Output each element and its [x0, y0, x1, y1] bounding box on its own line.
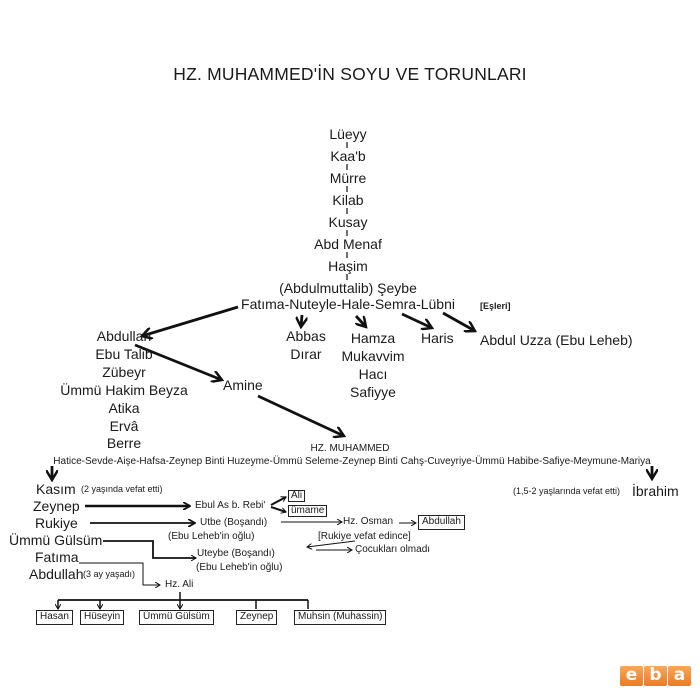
abdullah-note: (3 ay yaşadı)	[83, 569, 136, 579]
ibrahim-note: (1,5-2 yaşlarında vefat etti)	[513, 486, 621, 496]
grandchild-ali: Ali	[288, 490, 306, 502]
grandchild-huseyin: Hüseyin	[80, 610, 125, 625]
child-name: Ebu Talib	[95, 345, 153, 362]
child-fatima: Fatıma	[35, 549, 79, 565]
page-title: HZ. MUHAMMED'İN SOYU VE TORUNLARI	[173, 64, 527, 84]
logo-letter: b	[644, 666, 667, 686]
child-haris: Haris	[421, 330, 454, 346]
spouse-utbe: Utbe (Boşandı)	[200, 517, 268, 528]
child-kasim: Kasım	[36, 481, 76, 497]
children-group-abbas: Abbas Dırar	[286, 328, 326, 364]
child-name: Zübeyr	[102, 363, 146, 380]
lineage-item: Kaa'b	[330, 148, 366, 164]
eba-logo: e b a	[620, 666, 691, 686]
spouse-hz-ali: Hz. Ali	[165, 579, 194, 590]
child-name: Mukavvim	[341, 347, 405, 364]
child-ibrahim: İbrahim	[632, 483, 679, 499]
child-name: Safiyye	[350, 383, 396, 400]
utbe-note: (Ebu Leheb'in oğlu)	[168, 531, 255, 542]
child-rukiye: Rukiye	[35, 515, 78, 531]
children-group-hamza: Hamza Mukavvim Hacı Safiyye	[341, 330, 404, 402]
grandchild-zeynep: Zeynep	[236, 610, 278, 625]
child-name: Atika	[108, 399, 140, 416]
child-abdullah: Abdullah	[29, 566, 84, 582]
prophet-name: HZ. MUHAMMED	[310, 443, 390, 454]
grandchild-umame: ümame	[288, 505, 328, 517]
child-ebu-leheb: Abdul Uzza (Ebu Leheb)	[480, 332, 633, 348]
lineage-item: Kusay	[328, 214, 368, 230]
lineage-item: (Abdulmuttalib) Şeybe	[279, 280, 417, 296]
lineage-item: Lüeyy	[329, 126, 367, 142]
grandchild-hasan: Hasan	[36, 610, 73, 625]
child-name: Ümmü Hakim Beyza	[60, 381, 188, 398]
rukiye-note: [Rukiye vefat edince]	[318, 531, 411, 542]
spouse-hz-osman: Hz. Osman	[343, 516, 394, 527]
child-ummu-gulsum: Ümmü Gülsüm	[9, 532, 103, 548]
kasim-note: (2 yaşında vefat etti)	[81, 484, 163, 494]
wives-tag: [Eşleri]	[480, 301, 511, 311]
amine: Amine	[223, 377, 263, 393]
child-name: Hacı	[358, 365, 388, 382]
child-name: Dırar	[290, 345, 322, 362]
abdulmuttalib-wives: Fatıma-Nuteyle-Hale-Semra-Lübni	[241, 296, 455, 312]
lineage-item: Mürre	[329, 170, 367, 186]
grandchild-muhsin: Muhsin (Muhassin)	[294, 610, 387, 625]
prophet-wives: Hatice-Sevde-Aişe-Hafsa-Zeynep Binti Huz…	[53, 456, 651, 467]
logo-letter: e	[620, 666, 643, 686]
osman-child-abdullah: Abdullah	[418, 515, 465, 530]
lineage-item: Kilab	[332, 192, 364, 208]
children-group-left: Abdullah Ebu Talib Zübeyr Ümmü Hakim Bey…	[60, 328, 188, 453]
child-name: Berre	[106, 435, 142, 452]
child-name: Hamza	[350, 330, 396, 346]
no-children-note: Çocukları olmadı	[355, 544, 431, 555]
spouse-uteybe: Uteybe (Boşandı)	[197, 548, 275, 559]
grandchild-ummu-gulsum: Ümmü Gülsüm	[139, 610, 214, 625]
child-name: Abbas	[286, 328, 326, 344]
uteybe-note: (Ebu Leheb'in oğlu)	[196, 562, 283, 573]
child-zeynep: Zeynep	[33, 498, 80, 514]
child-abdullah: Abdullah	[96, 328, 152, 344]
child-name: Ervâ	[109, 417, 139, 434]
logo-letter: a	[668, 666, 691, 686]
spouse-ebul-as: Ebul As b. Rebi'	[195, 500, 266, 511]
lineage-item: Haşim	[328, 258, 368, 274]
lineage-item: Abd Menaf	[314, 236, 382, 252]
